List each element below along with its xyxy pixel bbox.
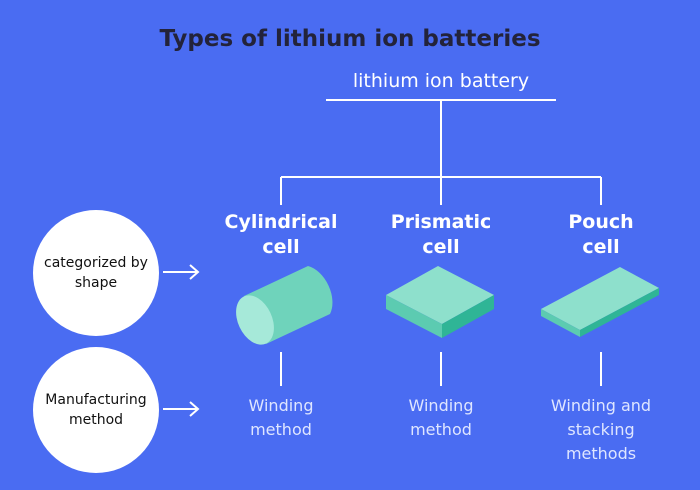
pouch-icon: [541, 267, 659, 337]
row-label-shape: categorized by shape: [33, 210, 159, 336]
method-line: methods: [565, 444, 637, 463]
category-name-line2: cell: [582, 236, 620, 258]
category-name-line2: cell: [422, 236, 460, 258]
category-prismatic-title: Prismatic cell: [356, 210, 526, 260]
row-label-shape-text: categorized by shape: [44, 255, 148, 291]
cylinder-icon: [236, 266, 333, 345]
arrow-shape: [163, 264, 200, 280]
category-name-line1: Prismatic: [390, 211, 492, 233]
method-cylindrical: Winding method: [196, 394, 366, 442]
row-label-method: Manufacturing method: [33, 347, 159, 473]
method-line: method: [250, 420, 312, 439]
row-label-method-text: Manufacturing method: [45, 392, 147, 428]
category-cylindrical-title: Cylindrical cell: [196, 210, 366, 260]
root-node-label: lithium ion battery: [352, 70, 530, 92]
method-line: Winding: [248, 396, 314, 415]
method-prismatic: Winding method: [356, 394, 526, 442]
diagram-title: Types of lithium ion batteries: [159, 26, 541, 52]
method-line: Winding: [408, 396, 474, 415]
method-line: method: [410, 420, 472, 439]
arrow-method: [163, 401, 200, 417]
method-line: Winding and: [550, 396, 652, 415]
method-pouch: Winding and stacking methods: [516, 394, 686, 466]
category-name-line2: cell: [262, 236, 300, 258]
prism-icon: [386, 266, 494, 338]
category-name-line1: Cylindrical: [224, 211, 338, 233]
category-name-line1: Pouch: [568, 211, 634, 233]
method-line: stacking: [567, 420, 635, 439]
category-pouch-title: Pouch cell: [516, 210, 686, 260]
